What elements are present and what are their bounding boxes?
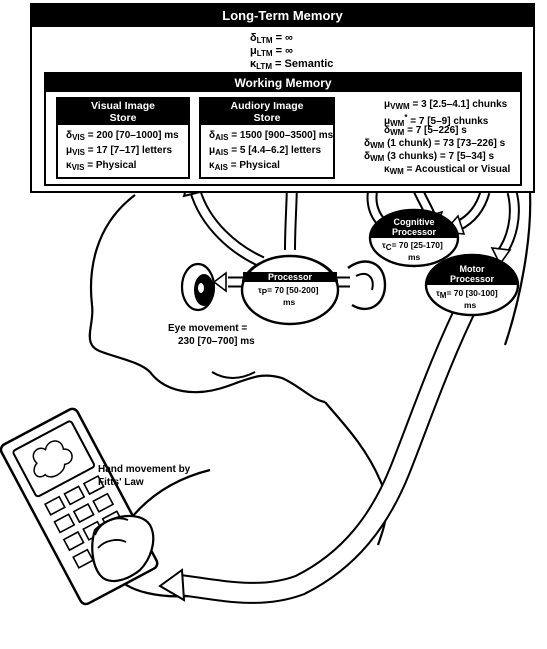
ear-icon [347,260,387,311]
neck-line [324,401,388,546]
motor-processor-tau: τM= 70 [30-100] [436,288,498,300]
cognitive-processor-unit: ms [408,252,421,262]
wm-delta-1chunk: δWM (1 chunk) = 73 [73–226] s [364,138,506,150]
ais-delta: δAIS = 1500 [900–3500] ms [209,130,334,142]
vis-kappa: κVIS = Physical [66,160,137,172]
ais-kappa: κAIS = Physical [209,160,280,172]
perceptual-processor-tau: τP= 70 [50-200] [258,285,319,297]
head-outline [88,194,326,404]
ais-mu: μAIS = 5 [4.4–6.2] letters [209,145,322,157]
perceptual-processor-unit: ms [283,297,296,307]
hand-movement-note: Hand movement by Fitts' Law [98,464,191,488]
finger-outline [94,517,129,549]
eye-icon [180,262,216,312]
ltm-mu: μLTM = ∞ [250,45,293,58]
cognitive-processor-tau: τC= 70 [25-170] [382,240,443,252]
cognitive-processor-shape [368,208,460,268]
vis-mu: μVIS = 17 [7–17] letters [66,145,173,157]
wm-mu-vwm: μVWM = 3 [2.5–4.1] chunks [384,99,508,111]
motor-to-hand-arrow-head [158,568,186,602]
wm-mu-star: μWM* = 7 [5–9] chunks [384,113,489,128]
eye-movement-note: Eye movement = 230 [70–700] ms [168,323,255,347]
wm-delta: δWM = 7 [5–226] s [384,125,467,137]
motor-processor-shape [424,253,520,317]
ltm-kappa: κLTM = Semantic [250,58,334,71]
vis-delta: δVIS = 200 [70–1000] ms [66,130,179,142]
mouth-line [211,371,256,379]
handheld-device-icon [0,407,159,606]
wm-delta-3chunks: δWM (3 chunks) = 7 [5–34] s [364,151,495,163]
ltm-title: Long-Term Memory [32,5,533,27]
ltm-delta: δLTM = ∞ [250,32,293,45]
motor-processor-unit: ms [464,300,477,310]
wm-title: Working Memory [46,74,520,92]
perceptual-processor-shape [240,254,340,326]
hand-outline [91,514,155,583]
wm-kappa: κWM = Acoustical or Visual [384,164,511,176]
head-back [503,191,532,346]
perceptual-to-visual-arrow-body [189,188,265,268]
